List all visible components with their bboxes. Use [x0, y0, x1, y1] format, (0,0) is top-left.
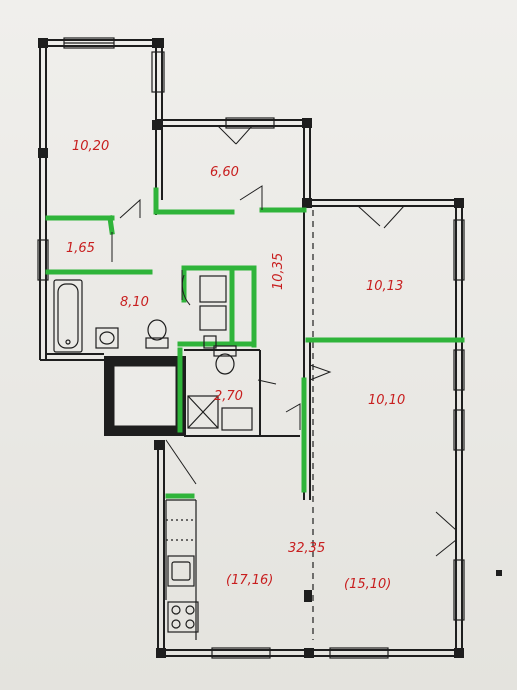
sink-icon	[95, 275, 227, 349]
room-area-label: 10,35	[271, 253, 286, 290]
toilet-icon	[145, 319, 237, 375]
room-area-label: 10,20	[72, 139, 109, 154]
room-area-label: 1,65	[66, 241, 95, 256]
doors	[111, 125, 457, 557]
column-posts	[38, 38, 502, 658]
room-area-label: 2,70	[214, 389, 243, 404]
room-area-label: 10,13	[366, 279, 403, 294]
room-area-label: (15,10)	[344, 577, 391, 592]
room-area-label: 6,60	[210, 165, 239, 180]
kitchen-sink-icon	[165, 499, 197, 640]
room-area-label: 8,10	[120, 295, 149, 310]
bathtub-icon	[53, 279, 83, 353]
shower-icon	[187, 395, 253, 431]
room-area-label: (17,16)	[226, 573, 273, 588]
room-area-label: 32,35	[288, 541, 325, 556]
chimney-block	[104, 356, 186, 436]
room-area-label: 10,10	[368, 393, 405, 408]
stove-icon	[167, 601, 199, 633]
area-labels: 10,20 6,60 1,65 8,10 10,35 10,13 2,70 10…	[66, 139, 405, 592]
